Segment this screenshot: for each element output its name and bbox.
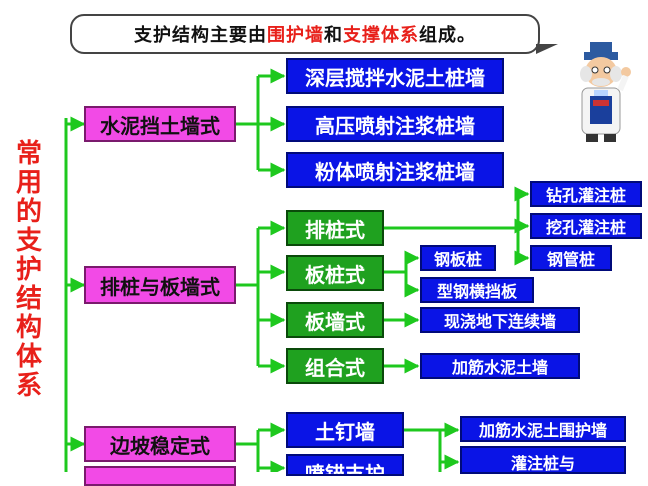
row-item-dug: 挖孔灌注桩 [530,213,642,239]
pile-type-row: 排桩式 [286,210,384,246]
slope-item-spray-anchor: 喷锚支护 [286,454,404,476]
pile-type-wall: 板墙式 [286,302,384,338]
category-cement-wall: 水泥挡土墙式 [84,106,236,142]
side-title: 常用的支护结构体系 [15,139,42,401]
pile-type-combo: 组合式 [286,348,384,384]
bubble-suffix: 组成。 [419,25,476,46]
slope-sub-reinforced-wall: 加筋水泥土围护墙 [460,416,626,442]
connector-lines [64,68,530,472]
wall-item-diaphragm: 现浇地下连续墙 [420,307,580,333]
bubble-tail [536,44,558,54]
cement-item-deep-mixing: 深层搅拌水泥土桩墙 [286,58,504,94]
cement-item-powder: 粉体喷射注浆桩墙 [286,152,504,188]
category-partial [84,466,236,486]
category-slope-stable: 边坡稳定式 [84,426,236,462]
row-item-steel-pipe: 钢管桩 [530,245,612,271]
slope-item-soil-nail: 土钉墙 [286,412,404,448]
combo-item-reinforced: 加筋水泥土墙 [420,353,580,379]
speech-bubble: 支护结构主要由围护墙和支撑体系组成。 [70,14,540,54]
slope-sub-pile-and: 灌注桩与 [460,446,626,474]
bubble-prefix: 支护结构主要由 [134,25,267,46]
cement-item-high-pressure: 高压喷射注浆桩墙 [286,106,504,142]
sheet-item-h-beam: 型钢横挡板 [420,277,534,303]
bubble-highlight-support: 支撑体系 [343,25,419,46]
bubble-mid: 和 [324,25,343,46]
bubble-highlight-enclosure: 围护墙 [267,25,324,46]
sheet-item-steel-sheet: 钢板桩 [420,245,496,271]
professor-icon [580,42,631,142]
row-item-bored: 钻孔灌注桩 [530,181,642,207]
pile-type-sheet: 板桩式 [286,255,384,291]
category-pile-wall: 排桩与板墙式 [84,266,236,304]
